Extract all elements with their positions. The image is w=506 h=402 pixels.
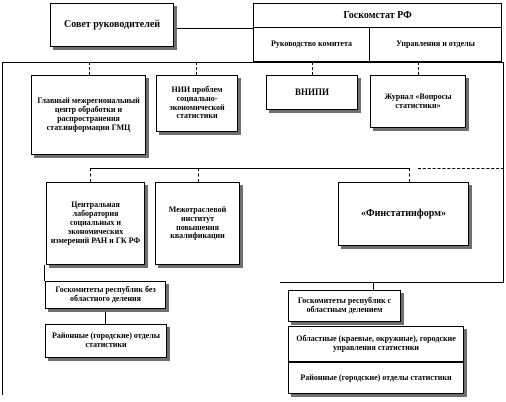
connector-right-down	[373, 282, 374, 290]
finstat-box: «Финстатинформ»	[338, 182, 469, 246]
connector-row2-bus	[90, 168, 410, 169]
goskomstat-title: Госкомстат РФ	[254, 4, 501, 28]
gmc-box: Главный межрегиональный центр обработки …	[31, 75, 146, 155]
connector-finstat	[409, 168, 410, 182]
lab-box: Центральная лаборатория социальных и эко…	[46, 182, 145, 265]
right-committees-box: Госкомитеты республик с областным делени…	[288, 290, 401, 322]
right-district-label: Районные (городские) отделы статистики	[300, 372, 452, 382]
connector-journal	[418, 62, 419, 75]
left-district-box: Районные (городские) отделы статистики	[45, 324, 167, 358]
right-committees-label: Госкомитеты республик с областным делени…	[297, 296, 392, 314]
frame-right-line	[503, 62, 504, 282]
council-label: Совет руководителей	[63, 19, 161, 31]
finstat-label: «Финстатинформ»	[361, 208, 446, 220]
connector-left-chain	[105, 309, 106, 324]
left-committees-box: Госкомитеты республик без областного дел…	[45, 281, 166, 309]
goskomstat-box: Госкомстат РФ Руководство комитета Управ…	[253, 3, 502, 62]
vnipi-box: ВНИПИ	[266, 75, 358, 110]
connector-right-mid	[418, 168, 504, 169]
council-box: Совет руководителей	[50, 3, 174, 47]
left-district-label: Районные (городские) отделы статистики	[52, 331, 160, 349]
lab-label: Центральная лаборатория социальных и эко…	[50, 200, 141, 245]
nii-box: НИИ проблем социально-экономической стат…	[156, 75, 238, 132]
departments-cell: Управления и отделы	[396, 39, 475, 49]
journal-box: Журнал «Вопросы статистики»	[370, 75, 466, 128]
connector-lab	[90, 168, 91, 182]
connector-left-down	[44, 265, 45, 281]
nii-label: НИИ проблем социально-экономической стат…	[169, 84, 225, 121]
connector-nii	[196, 62, 197, 75]
frame-left-line	[2, 62, 3, 395]
journal-label: Журнал «Вопросы статистики»	[384, 91, 452, 110]
right-district-box: Районные (городские) отделы статистики	[288, 362, 464, 394]
right-regional-label: Областные (краевые, окружные), городские…	[296, 334, 456, 352]
connector-vnipi	[312, 62, 313, 75]
left-committees-label: Госкомитеты республик без областного дел…	[55, 285, 156, 303]
connector-right-bus	[280, 282, 504, 283]
right-regional-box: Областные (краевые, окружные), городские…	[288, 326, 464, 362]
gmc-label: Главный межрегиональный центр обработки …	[37, 96, 140, 132]
institute-label: Межотраслевой институт повышения квалифи…	[168, 204, 227, 241]
connector-top-link	[175, 28, 253, 29]
vnipi-label: ВНИПИ	[294, 87, 329, 98]
leadership-cell: Руководство комитета	[254, 28, 370, 61]
connector-institute	[198, 168, 199, 182]
connector-row1-bus	[88, 62, 418, 63]
institute-box: Межотраслевой институт повышения квалифи…	[155, 182, 240, 265]
connector-gmc	[89, 62, 90, 75]
